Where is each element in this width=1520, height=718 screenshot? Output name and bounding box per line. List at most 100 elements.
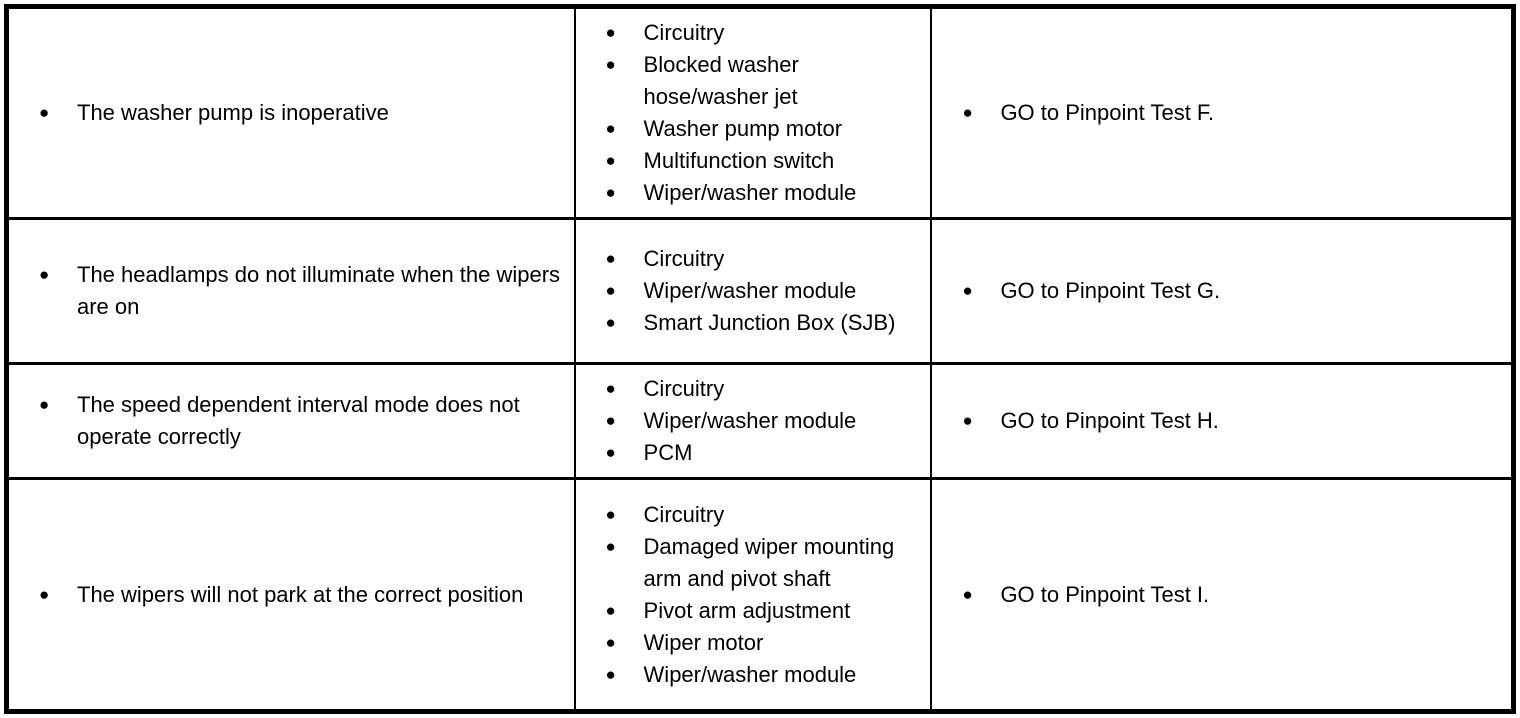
bullet-item: ● Pivot arm adjustment <box>606 595 925 627</box>
sources-cell: ● Circuitry ● Wiper/washer module ● PCM <box>573 362 933 480</box>
action-cell: ● GO to Pinpoint Test I. <box>930 477 1515 713</box>
symptom-cell: ● The headlamps do not illuminate when th… <box>5 217 576 365</box>
item-text: The headlamps do not illuminate when the… <box>77 262 561 319</box>
action-list: ● GO to Pinpoint Test H. <box>962 405 1505 437</box>
item-text: Wiper/washer module <box>643 278 857 303</box>
item-text: GO to Pinpoint Test I. <box>1000 581 1210 607</box>
bullet-item: ● Wiper/washer module <box>606 275 925 307</box>
item-text: Smart Junction Box (SJB) <box>643 310 896 335</box>
item-text: GO to Pinpoint Test F. <box>1000 100 1215 125</box>
item-text: Circuitry <box>643 501 725 527</box>
bullet-item: ● The speed dependent interval mode does … <box>39 389 568 453</box>
sources-cell: ● Circuitry ● Wiper/washer module ● Smart Jun… <box>573 217 933 365</box>
item-text: Wiper motor <box>643 629 764 655</box>
bullet-icon: ● <box>605 151 616 170</box>
bullet-icon: ● <box>605 249 616 268</box>
sources-list: ● Circuitry ● Blocked washer hose/washer je… <box>606 17 925 209</box>
bullet-icon: ● <box>605 379 616 398</box>
bullet-item: ● Wiper/washer module <box>606 405 925 437</box>
bullet-icon: ● <box>39 103 50 122</box>
item-text: Circuitry <box>643 20 725 45</box>
item-text: Blocked washer hose/washer jet <box>643 52 799 109</box>
bullet-item: ● Circuitry <box>606 373 925 405</box>
symptom-list: ● The speed dependent interval mode does … <box>39 389 568 453</box>
symptom-cell: ●The wipers will not park at the correct… <box>5 477 576 713</box>
bullet-icon: ● <box>605 443 616 462</box>
bullet-item: ● GO to Pinpoint Test H. <box>962 405 1505 437</box>
symptom-list: ● The headlamps do not illuminate when th… <box>39 259 568 323</box>
bullet-item: ● Wiper/washer module <box>606 177 925 209</box>
bullet-item: ● Multifunction switch <box>606 145 925 177</box>
table-row: ● The wipers will not park at the correct… <box>5 477 1515 713</box>
bullet-item: ● Smart Junction Box (SJB) <box>606 307 925 339</box>
table-row: ● The washer pump is inoperative ● Circuit… <box>5 5 1515 220</box>
symptom-cell: ● The washer pump is inoperative <box>5 5 576 220</box>
diagnostic-table: ● The washer pump is inoperative ● Circuit… <box>4 4 1516 714</box>
bullet-item: ● Circuitry <box>606 499 925 531</box>
bullet-icon: ● <box>605 600 616 620</box>
bullet-item: ● Wiper/washer module <box>606 659 925 691</box>
bullet-icon: ● <box>605 632 616 652</box>
bullet-icon: ● <box>39 265 50 284</box>
bullet-item: ● PCM <box>606 437 925 469</box>
item-text: The washer pump is inoperative <box>77 100 389 125</box>
symptom-list: ● The washer pump is inoperative <box>39 97 568 129</box>
item-text: The wipers will not park at the correct … <box>77 581 524 607</box>
bullet-icon: ● <box>962 584 973 604</box>
action-list: ● GO to Pinpoint Test G. <box>962 275 1505 307</box>
bullet-icon: ● <box>605 411 616 430</box>
bullet-icon: ● <box>605 281 616 300</box>
bullet-item: ●Damaged wiper mounting arm and pivot sh… <box>606 531 925 595</box>
item-text: Wiper/washer module <box>643 408 857 433</box>
bullet-icon: ● <box>605 504 616 524</box>
item-text: Washer pump motor <box>643 116 843 141</box>
item-text: Multifunction switch <box>643 148 835 173</box>
action-list: ● GO to Pinpoint Test F. <box>962 97 1505 129</box>
symptom-cell: ● The speed dependent interval mode does … <box>5 362 576 480</box>
item-text: Circuitry <box>643 376 725 401</box>
bullet-item: ● Circuitry <box>606 17 925 49</box>
bullet-icon: ● <box>605 664 616 684</box>
sources-list: ● Circuitry ● Wiper/washer module ● Smart Jun… <box>606 243 925 339</box>
bullet-icon: ● <box>962 281 973 300</box>
bullet-item: ● Blocked washer hose/washer jet <box>606 49 925 113</box>
bullet-icon: ● <box>962 411 973 430</box>
bullet-icon: ● <box>605 183 616 202</box>
sources-list: ●Circuitry●Damaged wiper mounting arm an… <box>606 499 925 691</box>
sources-list: ● Circuitry ● Wiper/washer module ● PCM <box>606 373 925 469</box>
item-text: Wiper/washer module <box>643 661 857 687</box>
sources-cell: ● Circuitry ● Blocked washer hose/washer je… <box>573 5 933 220</box>
action-list: ● GO to Pinpoint Test I. <box>962 579 1505 611</box>
bullet-icon: ● <box>39 395 50 414</box>
bullet-item: ● Circuitry <box>606 243 925 275</box>
symptom-list: ●The wipers will not park at the correct… <box>39 579 568 611</box>
bullet-item: ● GO to Pinpoint Test I. <box>962 579 1505 611</box>
bullet-icon: ● <box>605 55 616 74</box>
bullet-item: ●Washer pump motor <box>606 113 925 145</box>
bullet-item: ● The headlamps do not illuminate when th… <box>39 259 568 323</box>
item-text: Pivot arm adjustment <box>643 597 851 623</box>
item-text: The speed dependent interval mode does n… <box>77 392 520 449</box>
bullet-icon: ● <box>605 313 616 332</box>
bullet-icon: ● <box>605 23 616 42</box>
action-cell: ● GO to Pinpoint Test H. <box>930 362 1515 480</box>
item-text: PCM <box>643 440 693 465</box>
action-cell: ● GO to Pinpoint Test G. <box>930 217 1515 365</box>
item-text: Wiper/washer module <box>643 180 857 205</box>
item-text: GO to Pinpoint Test H. <box>1000 408 1219 433</box>
table-body: ● The washer pump is inoperative ● Circuit… <box>5 5 1515 713</box>
bullet-item: ● GO to Pinpoint Test G. <box>962 275 1505 307</box>
action-cell: ● GO to Pinpoint Test F. <box>930 5 1515 220</box>
item-text: GO to Pinpoint Test G. <box>1000 278 1221 303</box>
bullet-item: ● GO to Pinpoint Test F. <box>962 97 1505 129</box>
table-row: ● The speed dependent interval mode does … <box>5 362 1515 480</box>
sources-cell: ●Circuitry●Damaged wiper mounting arm an… <box>573 477 933 713</box>
bullet-icon: ● <box>962 103 973 122</box>
bullet-item: ●The wipers will not park at the correct… <box>39 579 568 611</box>
bullet-item: ● The washer pump is inoperative <box>39 97 568 129</box>
item-text: Damaged wiper mounting arm and pivot sha… <box>643 533 895 591</box>
item-text: Circuitry <box>643 246 725 271</box>
bullet-item: ● Wiper motor <box>606 627 925 659</box>
table-row: ● The headlamps do not illuminate when th… <box>5 217 1515 365</box>
